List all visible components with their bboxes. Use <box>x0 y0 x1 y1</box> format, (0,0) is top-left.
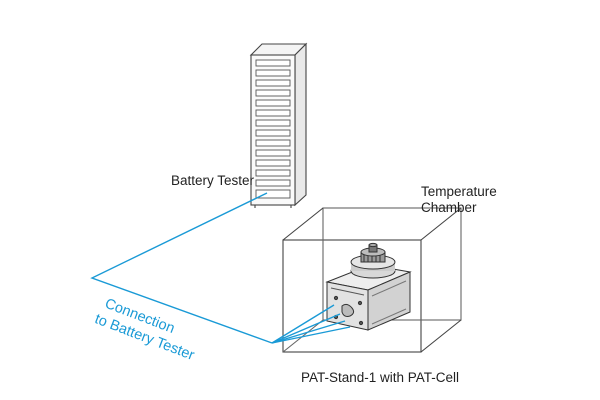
temperature-chamber-label: Temperature Chamber <box>421 184 497 216</box>
temperature-chamber-label-line1: Temperature <box>421 184 497 199</box>
pat-cell <box>350 242 396 279</box>
temperature-chamber-label-line2: Chamber <box>421 200 477 215</box>
pat-stand-label: PAT-Stand-1 with PAT-Cell <box>301 370 460 385</box>
connection-cable <box>90 192 351 344</box>
battery-tester-label: Battery Tester <box>171 173 255 188</box>
battery-tester-cabinet <box>249 42 308 208</box>
connection-label: Connection to Battery Tester <box>92 296 196 364</box>
cabinet-slots <box>255 59 291 199</box>
